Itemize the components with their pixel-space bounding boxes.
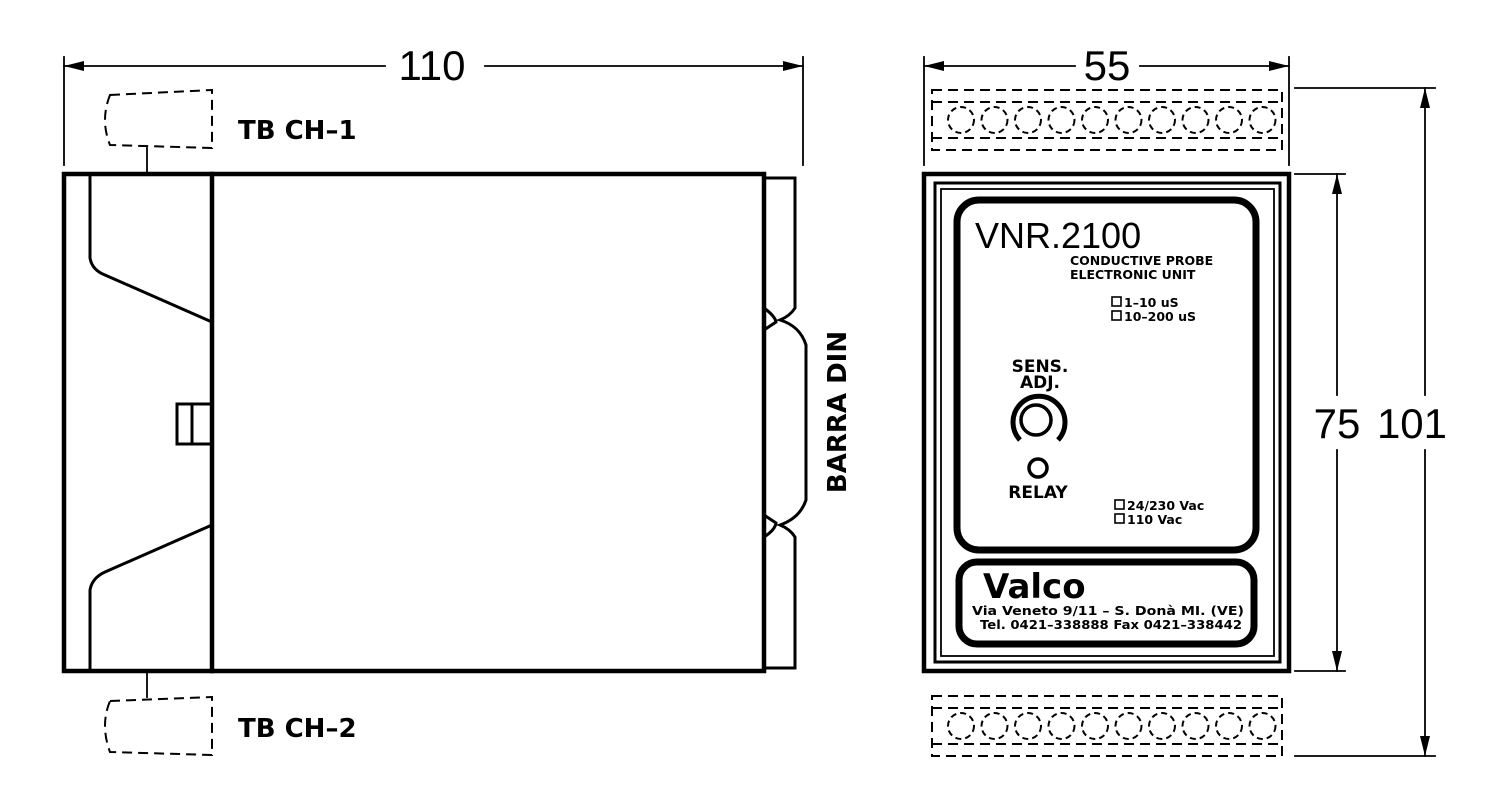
terminal-screws-bottom (947, 712, 1277, 740)
terminal-block-bottom-label: TB CH–2 (238, 714, 357, 744)
front-housing (921, 171, 1292, 674)
front-width-value: 55 (1084, 42, 1131, 89)
terminal-block-top-label: TB CH–1 (238, 116, 357, 146)
voltage-option-2: 110 Vac (1127, 512, 1182, 527)
front-width-dimension: 55 (923, 42, 1290, 166)
din-rail-label: BARRA DIN (823, 331, 853, 493)
sensitivity-knob-icon (1010, 393, 1068, 442)
terminal-block-top: TB CH–1 (104, 88, 357, 173)
total-height-value: 101 (1377, 400, 1447, 447)
side-view: 110 TB CH–1 TB CH–2 (61, 42, 853, 757)
brand-logo: Valco (983, 567, 1086, 607)
voltage-checkbox-1 (1114, 499, 1125, 510)
terminal-screw-icon (1248, 106, 1277, 134)
terminal-screw-icon (1081, 712, 1109, 740)
subtitle-line2: ELECTRONIC UNIT (1070, 267, 1196, 282)
terminal-screw-icon (1148, 106, 1176, 134)
terminal-screw-icon (1148, 712, 1176, 740)
sens-label-line1: SENS. (1012, 357, 1069, 377)
terminal-screw-icon (1047, 712, 1076, 740)
total-height-dimension: 101 (1294, 87, 1447, 757)
front-terminal-strip-bottom (931, 695, 1283, 757)
terminal-screw-icon (947, 712, 975, 740)
front-label-panel: VNR.2100 CONDUCTIVE PROBE ELECTRONIC UNI… (953, 196, 1260, 554)
body-height-dimension: 75 (1294, 173, 1361, 672)
terminal-screw-icon (1014, 106, 1042, 134)
voltage-option-1: 24/230 Vac (1127, 498, 1204, 513)
side-width-value: 110 (399, 42, 466, 89)
side-width-dimension: 110 (63, 42, 804, 166)
terminal-screw-icon (1114, 106, 1143, 134)
terminal-screw-icon (1215, 106, 1243, 134)
sens-label-line2: ADJ. (1020, 373, 1060, 393)
range-checkbox-2 (1111, 310, 1122, 321)
address-line: Via Veneto 9/11 – S. Donà MI. (VE) (972, 603, 1244, 618)
terminal-screws-top (947, 106, 1277, 134)
terminal-screw-icon (1114, 712, 1143, 740)
body-height-value: 75 (1314, 400, 1361, 447)
front-view: 55 75 101 (921, 42, 1447, 757)
terminal-screw-icon (980, 712, 1009, 740)
range-option-1: 1–10 uS (1124, 295, 1179, 310)
relay-label: RELAY (1008, 483, 1068, 503)
terminal-screw-icon (1014, 712, 1042, 740)
din-rail: BARRA DIN (761, 176, 853, 670)
terminal-screw-icon (1181, 106, 1210, 134)
front-brand-panel: Valco Via Veneto 9/11 – S. Donà MI. (VE)… (955, 558, 1258, 648)
terminal-screw-icon (947, 106, 975, 134)
voltage-checkbox-2 (1114, 513, 1125, 524)
range-option-2: 10–200 uS (1124, 309, 1196, 324)
terminal-screw-icon (1047, 106, 1076, 134)
side-housing (61, 171, 767, 674)
terminal-screw-icon (980, 106, 1009, 134)
front-terminal-strip-top (931, 89, 1283, 151)
terminal-screw-icon (1248, 712, 1277, 740)
terminal-screw-icon (1081, 106, 1109, 134)
subtitle-line1: CONDUCTIVE PROBE (1070, 253, 1213, 268)
model-name: VNR.2100 (975, 215, 1141, 256)
phone-line: Tel. 0421–338888 Fax 0421–338442 (980, 617, 1242, 632)
terminal-screw-icon (1181, 712, 1210, 740)
range-checkbox-1 (1111, 296, 1122, 307)
relay-led-icon (1027, 457, 1049, 479)
terminal-screw-icon (1215, 712, 1243, 740)
terminal-block-bottom: TB CH–2 (104, 671, 357, 757)
